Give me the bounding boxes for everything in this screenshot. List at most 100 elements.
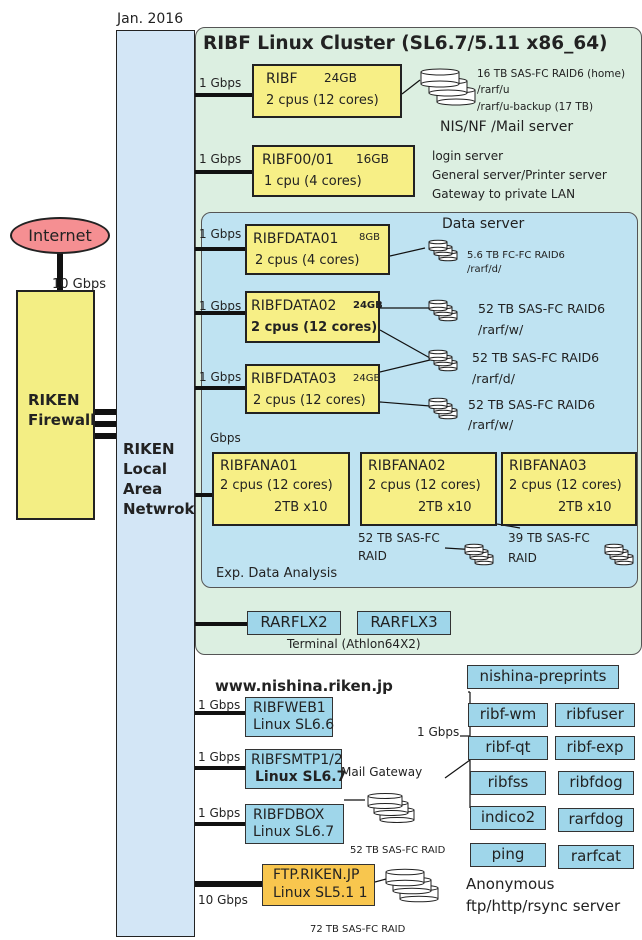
ana01-disk: 2TB x10 [274, 500, 328, 515]
service-ribfss: ribfss [470, 771, 546, 795]
data03-speed: 1 Gbps [199, 370, 242, 384]
ftp-storage: 72 TB SAS-FC RAID [310, 924, 406, 935]
data03-name: RIBFDATA03 [251, 371, 337, 387]
disk-bottom [428, 306, 448, 312]
ftp-role-1: Anonymous [466, 875, 555, 893]
services-speed: 1 Gbps [417, 725, 460, 739]
ftp-server: FTP.RIKEN.JP Linux SL5.1 1 [262, 864, 375, 906]
lan-label-4: Netwrok [123, 500, 195, 518]
ribf0001-speed: 1 Gbps [199, 152, 242, 166]
disk-top [385, 868, 425, 876]
service-ribf-wm-label: ribf-wm [479, 705, 537, 723]
disk-bottom [433, 361, 453, 367]
web1-name: RIBFWEB1 [253, 700, 326, 716]
ribf-server: RIBF 24GB 2 cpus (12 cores) [252, 64, 402, 118]
web1-server: RIBFWEB1 Linux SL6.6 [245, 697, 335, 737]
web-domain: www.nishina.riken.jp [215, 677, 393, 695]
ana01-name: RIBFANA01 [220, 458, 298, 474]
ribf0001-name: RIBF00/01 [262, 152, 334, 168]
ribf-storage-2: /rarf/u [477, 84, 510, 96]
ana02-storage-2: RAID [358, 549, 387, 563]
ribf0001-mem: 16GB [356, 152, 389, 166]
ribf0001-server: RIBF00/01 16GB 1 cpu (4 cores) [252, 145, 415, 197]
ribf-storage-3: /rarf/u-backup (17 TB) [477, 101, 594, 113]
lan-label-1: RIKEN [123, 440, 175, 458]
disk-bottom [385, 879, 425, 887]
disk-bottom [614, 560, 634, 566]
service-ribf-exp: ribf-exp [555, 736, 635, 760]
dbox-storage: 52 TB SAS-FC RAID [350, 845, 446, 856]
disk-bottom [433, 409, 453, 415]
ana02-disk: 2TB x10 [418, 500, 472, 515]
disk-top [428, 349, 448, 355]
web1-os: Linux SL6.6 [253, 717, 335, 733]
firewall-box: RIKEN Firewall [16, 290, 95, 520]
service-rarfcat: rarfcat [558, 845, 634, 869]
service-nishina-preprints-label: nishina-preprints [479, 667, 607, 685]
ribf-speed: 1 Gbps [199, 76, 242, 90]
terminal-rarflx2-label: RARFLX2 [260, 613, 328, 631]
service-ribfuser-label: ribfuser [566, 705, 624, 723]
dbox-speed: 1 Gbps [198, 806, 241, 820]
ana03-disk: 2TB x10 [558, 500, 612, 515]
disk-bottom [428, 356, 448, 362]
ana01-cpu: 2 cpus (12 cores) [220, 478, 333, 493]
ana02-cpu: 2 cpus (12 cores) [368, 478, 481, 493]
disk-bottom [604, 550, 624, 556]
ribf0001-cpu: 1 cpu (4 cores) [264, 174, 362, 189]
service-ribfdog: ribfdog [558, 771, 634, 795]
ana02-name: RIBFANA02 [368, 458, 446, 474]
disk-bottom [469, 555, 489, 561]
disk-bottom [428, 89, 468, 97]
data01-server: RIBFDATA01 8GB 2 cpus (4 cores) [245, 224, 390, 275]
data03-server: RIBFDATA03 24GB 2 cpus (12 cores) [245, 364, 380, 414]
service-ping-label: ping [491, 845, 525, 863]
data01-name: RIBFDATA01 [253, 231, 339, 247]
disk-bottom [433, 311, 453, 317]
ana02-server: RIBFANA02 2 cpus (12 cores) 2TB x10 [360, 452, 497, 526]
terminal-caption: Terminal (Athlon64X2) [287, 637, 421, 651]
dbox-os: Linux SL6.7 [253, 824, 335, 840]
lan-label-2: Local [123, 460, 168, 478]
disk-bottom [392, 887, 432, 895]
internet-label: Internet [28, 226, 92, 245]
service-ribf-wm: ribf-wm [468, 703, 548, 727]
date-label: Jan. 2016 [117, 11, 184, 27]
ana01-server: RIBFANA01 2 cpus (12 cores) 2TB x10 [212, 452, 350, 526]
service-rarfdog-label: rarfdog [568, 810, 624, 828]
data01-storage-1: 5.6 TB FC-FC RAID6 [467, 250, 565, 261]
ftp-speed: 10 Gbps [198, 893, 248, 907]
service-ribf-qt: ribf-qt [468, 736, 548, 760]
service-ribfss-label: ribfss [487, 773, 529, 791]
ribf0001-role-1: login server [432, 149, 504, 163]
service-rarfdog: rarfdog [558, 808, 634, 832]
data01-cpu: 2 cpus (4 cores) [255, 253, 360, 268]
data03-mem: 24GB [353, 373, 381, 384]
data01-mem: 8GB [359, 232, 380, 243]
disk-bottom [438, 256, 458, 262]
terminal-rarflx3: RARFLX3 [357, 611, 451, 635]
smtp-role: Mail Gateway [341, 765, 423, 779]
lan-bar: RIKEN Local Area Netwrok [116, 30, 195, 937]
disk-top [464, 543, 484, 549]
ana03-storage-1: 39 TB SAS-FC [508, 531, 590, 545]
cluster-title: RIBF Linux Cluster (SL6.7/5.11 x86_64) [203, 33, 608, 54]
ribf-role: NIS/NF /Mail server [440, 119, 574, 135]
ana02-storage-1: 52 TB SAS-FC [358, 531, 440, 545]
data02-name: RIBFDATA02 [251, 298, 337, 314]
disk-top [420, 68, 460, 76]
mid-storage-1: 52 TB SAS-FC RAID6 [472, 350, 600, 365]
data-server-title: Data server [442, 216, 525, 232]
mid-storage-2: /rarf/d/ [472, 371, 515, 386]
smtp-name: RIBFSMTP1/2 [251, 752, 343, 768]
service-ribf-qt-label: ribf-qt [485, 738, 531, 756]
smtp-os: Linux SL6.7 [255, 769, 347, 785]
disk-bottom [464, 550, 484, 556]
ribf-mem: 24GB [324, 71, 357, 85]
disk-bottom [438, 316, 458, 322]
data02-server: RIBFDATA02 24GB 2 cpus (12 cores) [245, 291, 383, 343]
disk-bottom [420, 80, 460, 88]
ftp-name: FTP.RIKEN.JP [273, 867, 360, 883]
disk-bottom [438, 366, 458, 372]
disk-bottom [399, 895, 439, 903]
